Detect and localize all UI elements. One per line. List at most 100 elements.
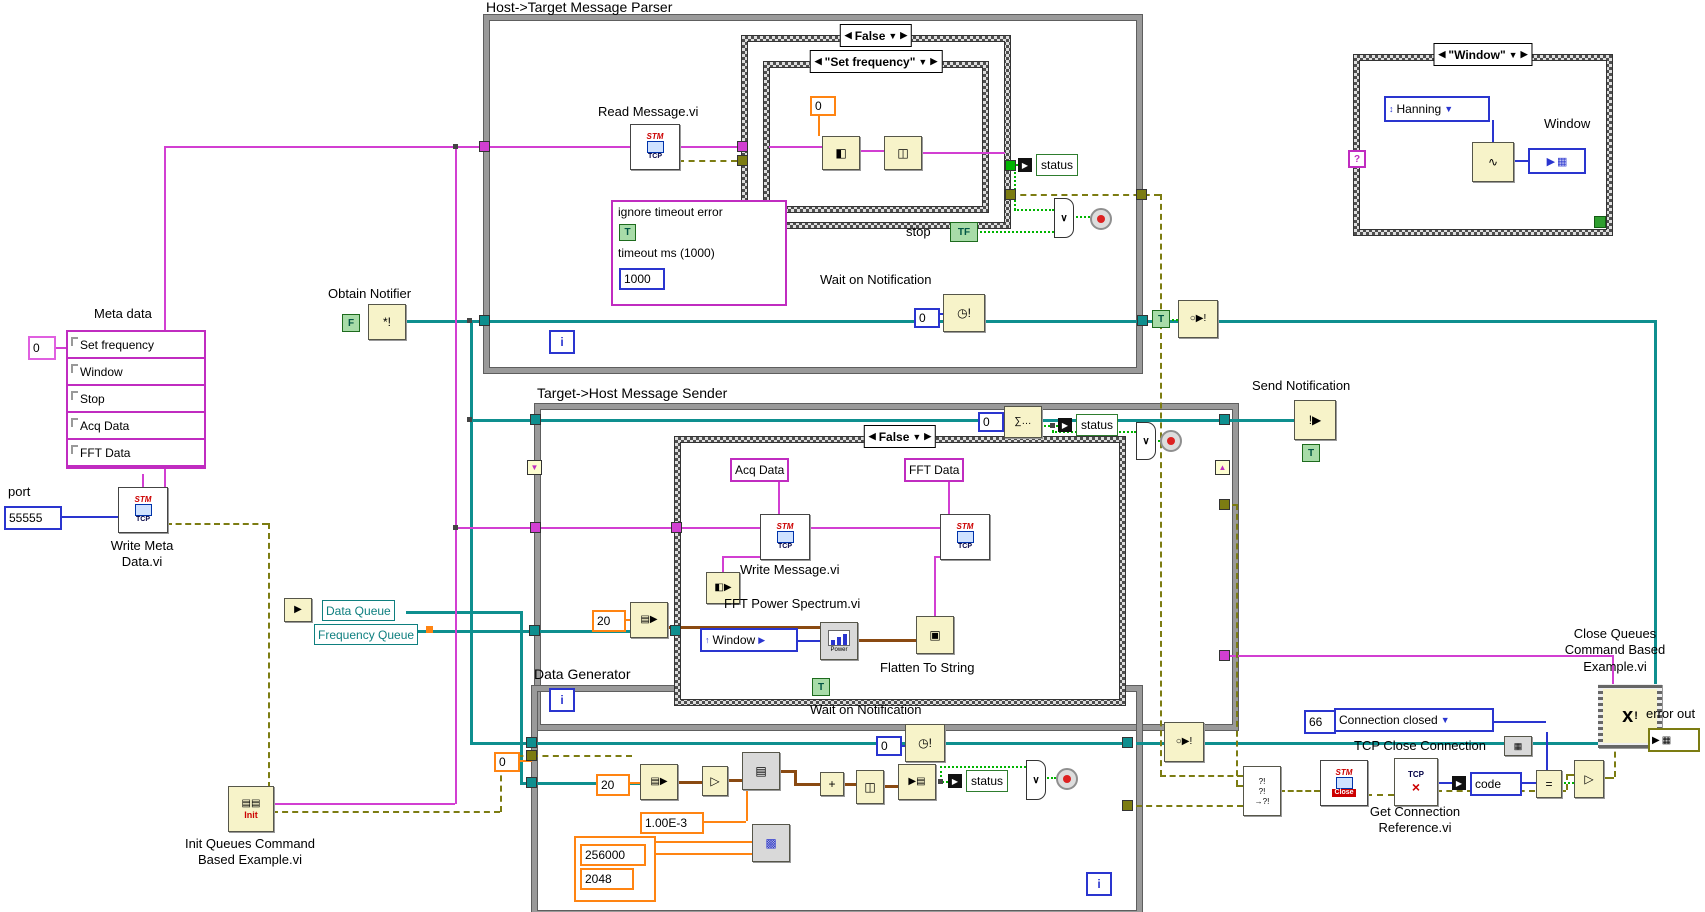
connection-closed-dropdown[interactable]: Connection closed ▼ <box>1334 708 1494 732</box>
zero-constant[interactable]: 0 <box>978 412 1004 432</box>
loop-condition-stop[interactable] <box>1056 768 1078 790</box>
variant-to-data-node[interactable]: ◧ <box>822 136 860 170</box>
selector-label[interactable]: "Set frequency" <box>824 54 916 69</box>
selector-left-icon[interactable]: ◀ <box>814 56 822 66</box>
wait-on-notification-node[interactable]: ◷! <box>943 294 985 332</box>
meta-index-constant[interactable]: 0 <box>28 336 56 360</box>
tcp-close-connection-node[interactable]: TCP × <box>1394 758 1438 806</box>
true-constant[interactable]: T <box>812 678 830 696</box>
selector-left-icon[interactable]: ◀ <box>868 431 876 441</box>
zero-constant[interactable]: 0 <box>876 736 902 756</box>
true-constant[interactable]: T <box>1152 310 1170 328</box>
enum-value[interactable]: Connection closed <box>1339 713 1438 727</box>
selector-dropdown-icon[interactable]: ▼ <box>888 30 898 41</box>
arrow-icon[interactable]: ▶ <box>758 634 766 645</box>
meta-data-array[interactable]: Set frequency Window Stop Acq Data FFT D… <box>66 330 206 469</box>
twenty-constant[interactable]: 20 <box>592 610 626 632</box>
simulate-signal-node[interactable]: ▤ <box>742 752 780 790</box>
zero-constant[interactable]: 0 <box>494 752 520 772</box>
meta-item[interactable]: Acq Data <box>66 411 206 440</box>
greater-than-node[interactable]: ▷ <box>702 766 728 796</box>
selector-dropdown-icon[interactable]: ▼ <box>918 56 928 67</box>
dt-constant[interactable]: 1.00E-3 <box>640 812 704 834</box>
variant-icon: ◧ <box>835 146 847 160</box>
window-type-enum[interactable]: ↕ Hanning ▼ <box>1384 96 1490 122</box>
type-cast-node[interactable]: ◧▶ <box>706 572 740 604</box>
case-selector-window[interactable]: ◀ "Window" ▼ ▶ <box>1433 43 1533 66</box>
meta-item[interactable]: Stop <box>66 384 206 413</box>
window-function-node[interactable]: ∿ <box>1472 142 1514 182</box>
wait-on-notification-node[interactable]: ◷! <box>905 724 945 762</box>
fft-data-constant[interactable]: FFT Data <box>904 458 965 482</box>
up-icon[interactable]: ↑ <box>705 635 710 645</box>
true-constant[interactable]: T <box>619 224 636 241</box>
build-waveform-node[interactable]: ◫ <box>856 770 884 804</box>
data-queue-constant[interactable]: Data Queue <box>322 600 395 621</box>
write-meta-data-node[interactable]: STM TCP <box>118 487 168 533</box>
waveform-chart-node[interactable]: ▩ <box>752 824 790 862</box>
add-node[interactable]: + <box>820 772 844 796</box>
dropdown-icon[interactable]: ▼ <box>1444 104 1454 114</box>
wait-ms-node[interactable]: ∑… <box>1004 406 1042 438</box>
selector-right-icon[interactable]: ▶ <box>900 30 908 40</box>
window-enum-control[interactable]: ↑ Window ▶ <box>700 628 798 652</box>
selector-left-icon[interactable]: ◀ <box>844 30 852 40</box>
flatten-to-string-node[interactable]: ▣ <box>916 616 954 654</box>
write-message-node-fft[interactable]: STM TCP <box>940 514 990 560</box>
release-notifier-node[interactable]: ○▶! <box>1178 300 1218 338</box>
dropdown-icon[interactable]: ▼ <box>1440 715 1450 725</box>
timeout-constant[interactable]: 1000 <box>619 268 665 290</box>
true-constant[interactable]: T <box>1302 444 1320 462</box>
selector-dropdown-icon[interactable]: ▼ <box>912 431 922 442</box>
send-notification-node[interactable]: !▶ <box>1294 400 1336 440</box>
selector-right-icon[interactable]: ▶ <box>1520 49 1528 59</box>
enqueue-element-node[interactable]: ▶▤ <box>898 764 936 800</box>
selector-label[interactable]: False <box>854 28 886 43</box>
while-loop-sender <box>535 404 1238 730</box>
power-spectrum-node[interactable]: Power <box>820 622 858 660</box>
case-selector-sender[interactable]: ◀ False ▼ ▶ <box>863 425 937 448</box>
case-selector-parser[interactable]: ◀ False ▼ ▶ <box>839 24 913 47</box>
loop-condition-stop[interactable] <box>1090 208 1112 230</box>
release-notifier-node[interactable]: ○▶! <box>1164 722 1204 762</box>
dequeue-element-node[interactable]: ▤▶ <box>630 602 668 638</box>
false-constant[interactable]: F <box>342 314 360 332</box>
selector-label[interactable]: "Window" <box>1448 47 1506 62</box>
loop-condition-stop[interactable] <box>1160 430 1182 452</box>
scan-from-string-node[interactable]: ◫ <box>884 136 922 170</box>
selector-right-icon[interactable]: ▶ <box>930 56 938 66</box>
merge-errors-node[interactable]: ?! ?! →?! <box>1243 766 1281 816</box>
updown-icon[interactable]: ↕ <box>1389 104 1394 114</box>
selector-dropdown-icon[interactable]: ▼ <box>1508 49 1518 60</box>
wait-icon: ◷! <box>957 306 971 320</box>
dequeue-element-node[interactable]: ▤▶ <box>640 764 678 800</box>
queue-select-node[interactable]: ▶ <box>284 598 312 622</box>
enum-value[interactable]: Hanning <box>1396 102 1442 116</box>
wire <box>512 760 532 762</box>
selector-right-icon[interactable]: ▶ <box>924 431 932 441</box>
error-code-constant[interactable]: 66 <box>1304 710 1336 734</box>
port-constant[interactable]: 55555 <box>4 506 62 530</box>
case-selector-command[interactable]: ◀ "Set frequency" ▼ ▶ <box>809 50 943 73</box>
stop-button[interactable]: TF <box>950 222 978 242</box>
init-queues-node[interactable]: ▤▤ Init <box>228 786 274 832</box>
twenty-constant[interactable]: 20 <box>596 774 630 796</box>
meta-item[interactable]: Set frequency <box>66 330 206 359</box>
frequency-queue-constant[interactable]: Frequency Queue <box>314 624 419 645</box>
equal-node[interactable]: = <box>1536 770 1562 798</box>
select-node[interactable]: ▷ <box>1574 760 1604 798</box>
selector-left-icon[interactable]: ◀ <box>1438 49 1446 59</box>
acq-data-constant[interactable]: Acq Data <box>730 458 790 482</box>
stm-close-node[interactable]: STM Close <box>1320 760 1368 806</box>
zero-constant[interactable]: 0 <box>914 308 940 328</box>
meta-item[interactable]: Window <box>66 357 206 386</box>
read-message-node[interactable]: STM TCP <box>630 124 680 170</box>
selector-label[interactable]: False <box>878 429 910 444</box>
zero-constant[interactable]: 0 <box>810 96 836 116</box>
meta-item[interactable]: FFT Data <box>66 438 206 467</box>
write-message-node-acq[interactable]: STM TCP <box>760 514 810 560</box>
obtain-notifier-node[interactable]: *! <box>368 304 406 340</box>
enum-value[interactable]: Window <box>712 633 756 647</box>
samples-constant[interactable]: 2048 <box>580 868 634 890</box>
rate-constant[interactable]: 256000 <box>580 844 646 866</box>
